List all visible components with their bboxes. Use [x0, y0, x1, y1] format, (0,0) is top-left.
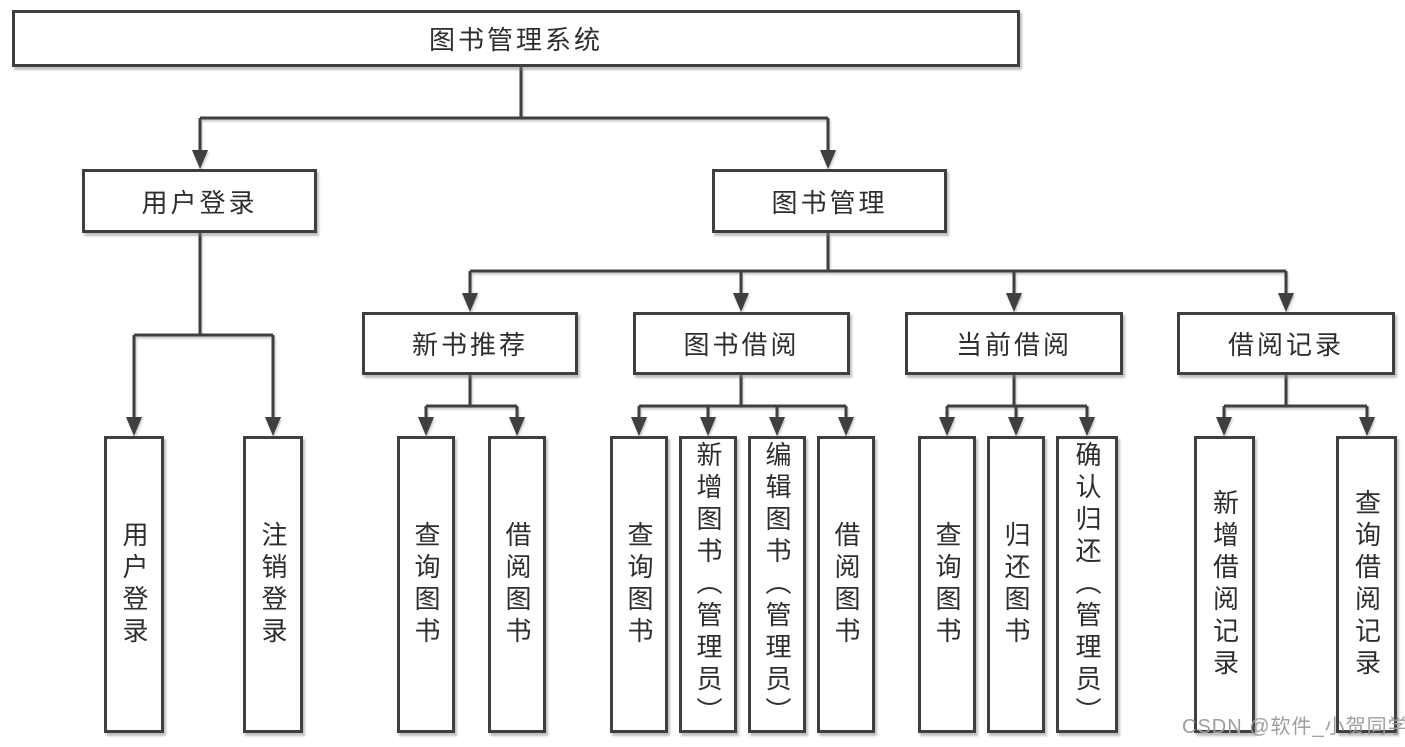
leaf-current-confirm-return-admin: 确认归还（管理员）	[1056, 436, 1118, 733]
node-new-book-recommendation: 新书推荐	[362, 312, 578, 375]
leaf-records-query-record: 查询借阅记录	[1336, 436, 1397, 733]
node-borrowing-records: 借阅记录	[1177, 312, 1395, 375]
node-book-management-branch: 图书管理	[712, 169, 947, 233]
leaf-borrow-query-books: 查询图书	[610, 436, 668, 733]
leaf-borrow-add-books-admin: 新增图书（管理员）	[679, 436, 737, 733]
leaf-recommend-query-books: 查询图书	[397, 436, 455, 733]
csdn-watermark: CSDN @软件_小贺同学	[1182, 716, 1405, 738]
leaf-current-return-books: 归还图书	[987, 436, 1045, 733]
leaf-user-login: 用户登录	[104, 436, 164, 733]
leaf-borrow-borrow-books: 借阅图书	[817, 436, 875, 733]
leaf-records-add-record: 新增借阅记录	[1194, 436, 1255, 733]
leaf-recommend-borrow-books: 借阅图书	[488, 436, 546, 733]
node-current-borrowing: 当前借阅	[905, 312, 1123, 375]
leaf-borrow-edit-books-admin: 编辑图书（管理员）	[748, 436, 806, 733]
leaf-logout: 注销登录	[243, 436, 303, 733]
leaf-current-query-books: 查询图书	[918, 436, 976, 733]
node-library-management-system: 图书管理系统	[12, 10, 1020, 67]
node-book-borrowing: 图书借阅	[633, 312, 850, 375]
node-user-login-branch: 用户登录	[82, 169, 317, 233]
